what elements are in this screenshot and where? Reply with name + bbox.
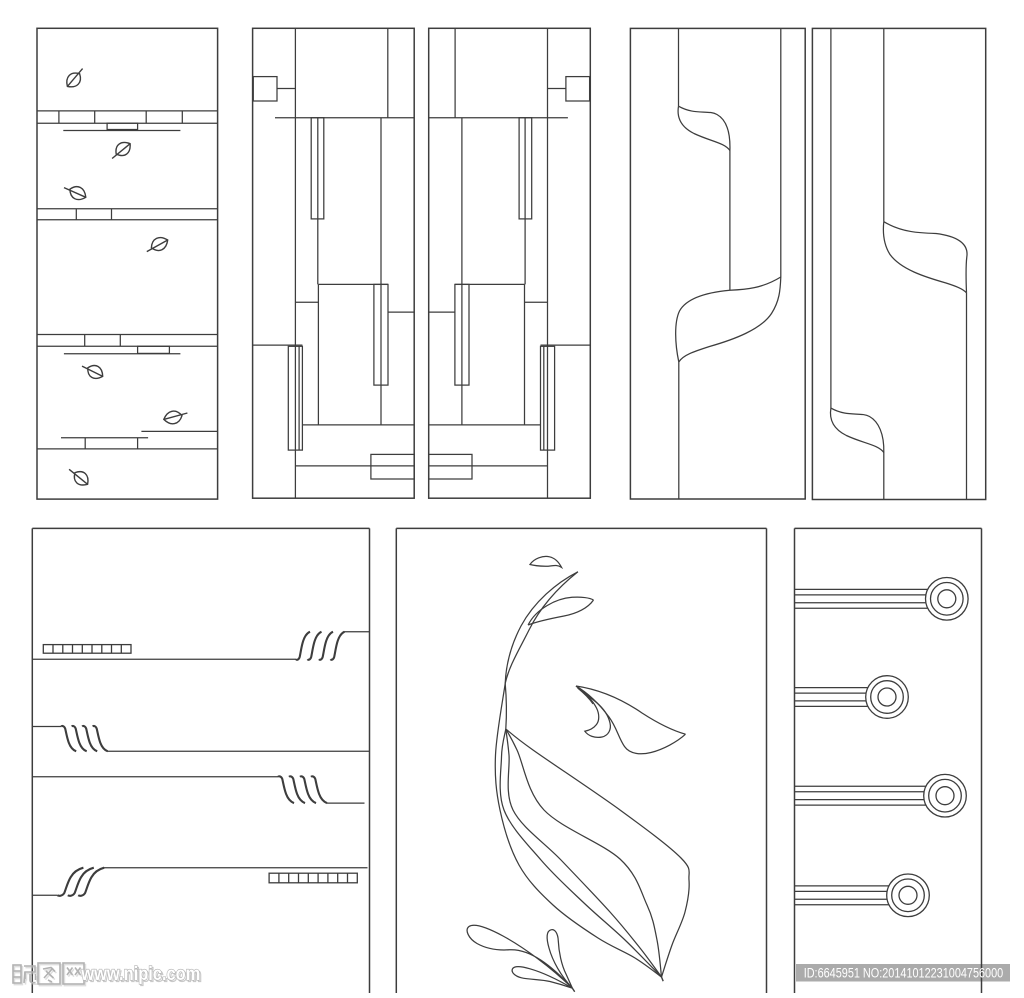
svg-text:www.nipic.com: www.nipic.com: [82, 964, 202, 986]
svg-text:www.nipic.com: www.nipic.com: [80, 963, 200, 985]
svg-text:ID:6645951 NO:2014101223100475: ID:6645951 NO:20141012231004756000: [804, 966, 1004, 981]
